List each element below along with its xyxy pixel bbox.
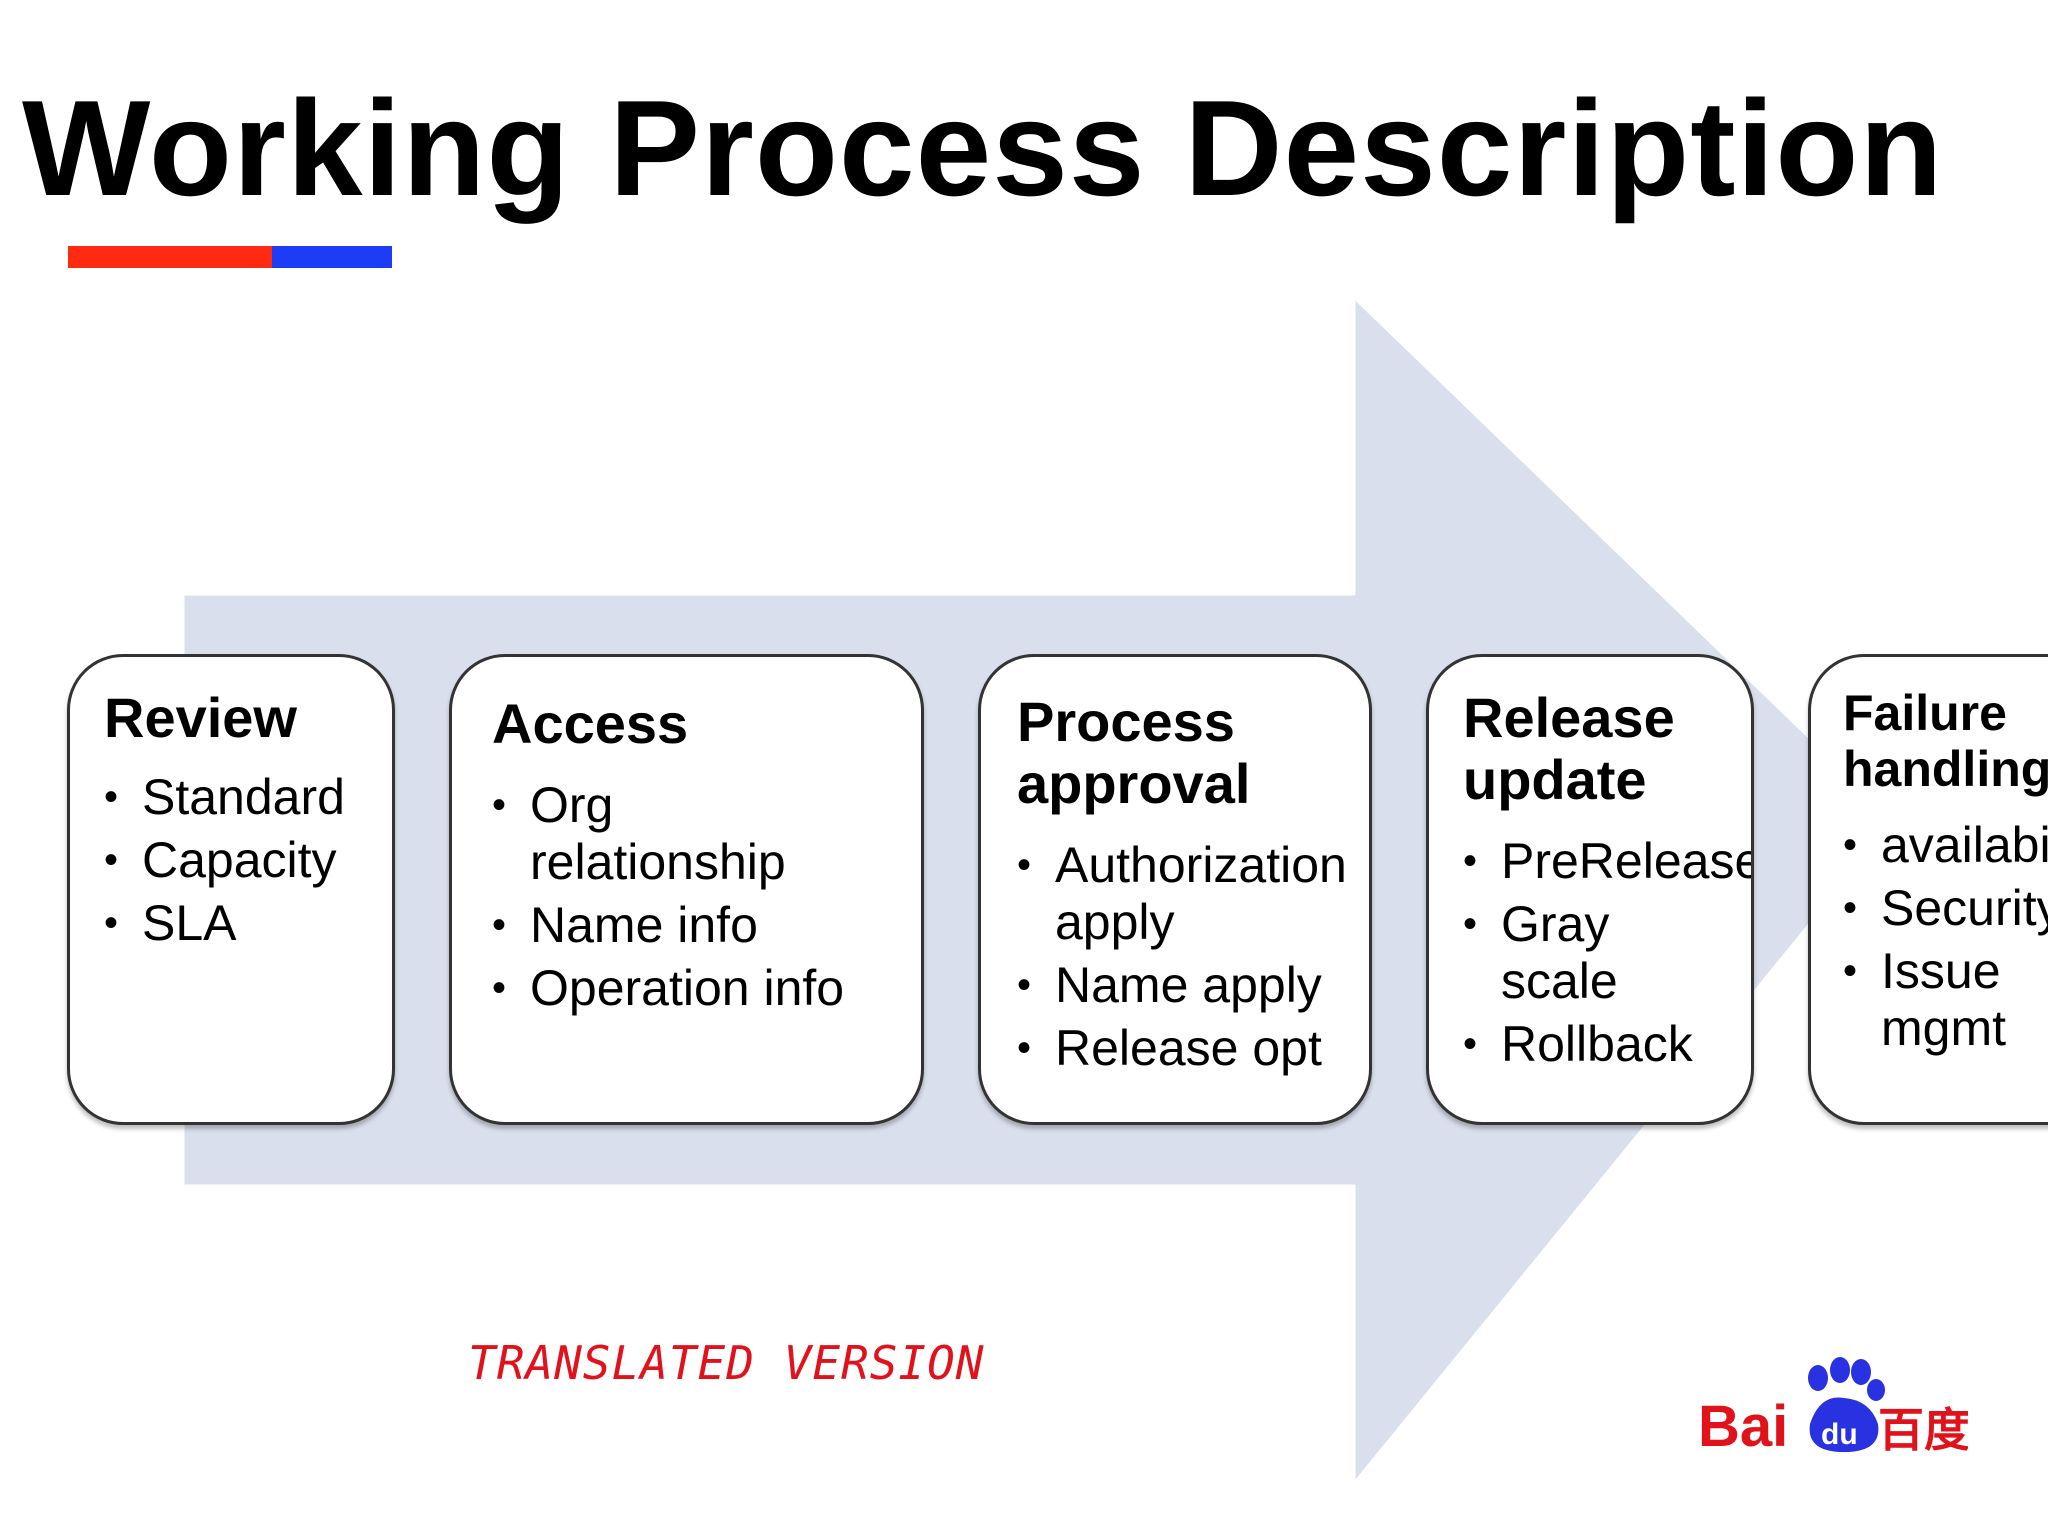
list-item: Name info xyxy=(492,897,852,954)
list-item: Operation info xyxy=(492,960,852,1017)
step-title: Release update xyxy=(1463,686,1675,811)
list-item: Rollback xyxy=(1463,1016,1703,1073)
list-item: Security xyxy=(1843,880,2048,937)
translated-watermark: TRANSLATED VERSION xyxy=(468,1336,985,1390)
step-title: Failure handling xyxy=(1843,685,2048,797)
step-release-update: Release update PreRelease Gray scale Rol… xyxy=(1426,654,1754,1125)
step-items: Authorization apply Name apply Release o… xyxy=(1017,837,1347,1083)
title-underline-red xyxy=(68,246,272,268)
logo-latin: Bai xyxy=(1698,1394,1788,1459)
step-access: Access Org relationship Name info Operat… xyxy=(449,654,924,1125)
step-title: Process approval xyxy=(1017,690,1251,815)
list-item: Issue mgmt xyxy=(1843,943,2048,1057)
logo-inner: du xyxy=(1821,1418,1858,1451)
title-underline-blue xyxy=(272,246,392,268)
list-item: PreRelease xyxy=(1463,833,1751,890)
list-item: Name apply xyxy=(1017,957,1337,1014)
step-items: Org relationship Name info Operation inf… xyxy=(492,777,852,1023)
list-item: Org relationship xyxy=(492,777,852,891)
step-title: Review xyxy=(104,686,297,749)
page-title: Working Process Description xyxy=(22,72,1944,224)
list-item: Gray scale xyxy=(1463,896,1703,1010)
list-item: Release opt xyxy=(1017,1020,1337,1077)
step-process-approval: Process approval Authorization apply Nam… xyxy=(978,654,1372,1125)
logo-cjk: 百度 xyxy=(1878,1403,1968,1457)
step-title: Access xyxy=(492,692,689,755)
baidu-logo: Bai du 百度 xyxy=(1698,1357,1968,1459)
step-items: Standard Capacity SLA xyxy=(104,769,392,958)
list-item: Authorization apply xyxy=(1017,837,1347,951)
list-item: Standard xyxy=(104,769,392,826)
step-review: Review Standard Capacity SLA xyxy=(67,654,395,1125)
list-item: SLA xyxy=(104,895,392,952)
step-items: availability Security Issue mgmt xyxy=(1843,817,2048,1063)
paw-icon xyxy=(1808,1357,1885,1452)
step-failure-handling: Failure handling availability Security I… xyxy=(1808,654,2048,1125)
step-items: PreRelease Gray scale Rollback xyxy=(1463,833,1751,1079)
list-item: availability xyxy=(1843,817,2048,874)
list-item: Capacity xyxy=(104,832,392,889)
